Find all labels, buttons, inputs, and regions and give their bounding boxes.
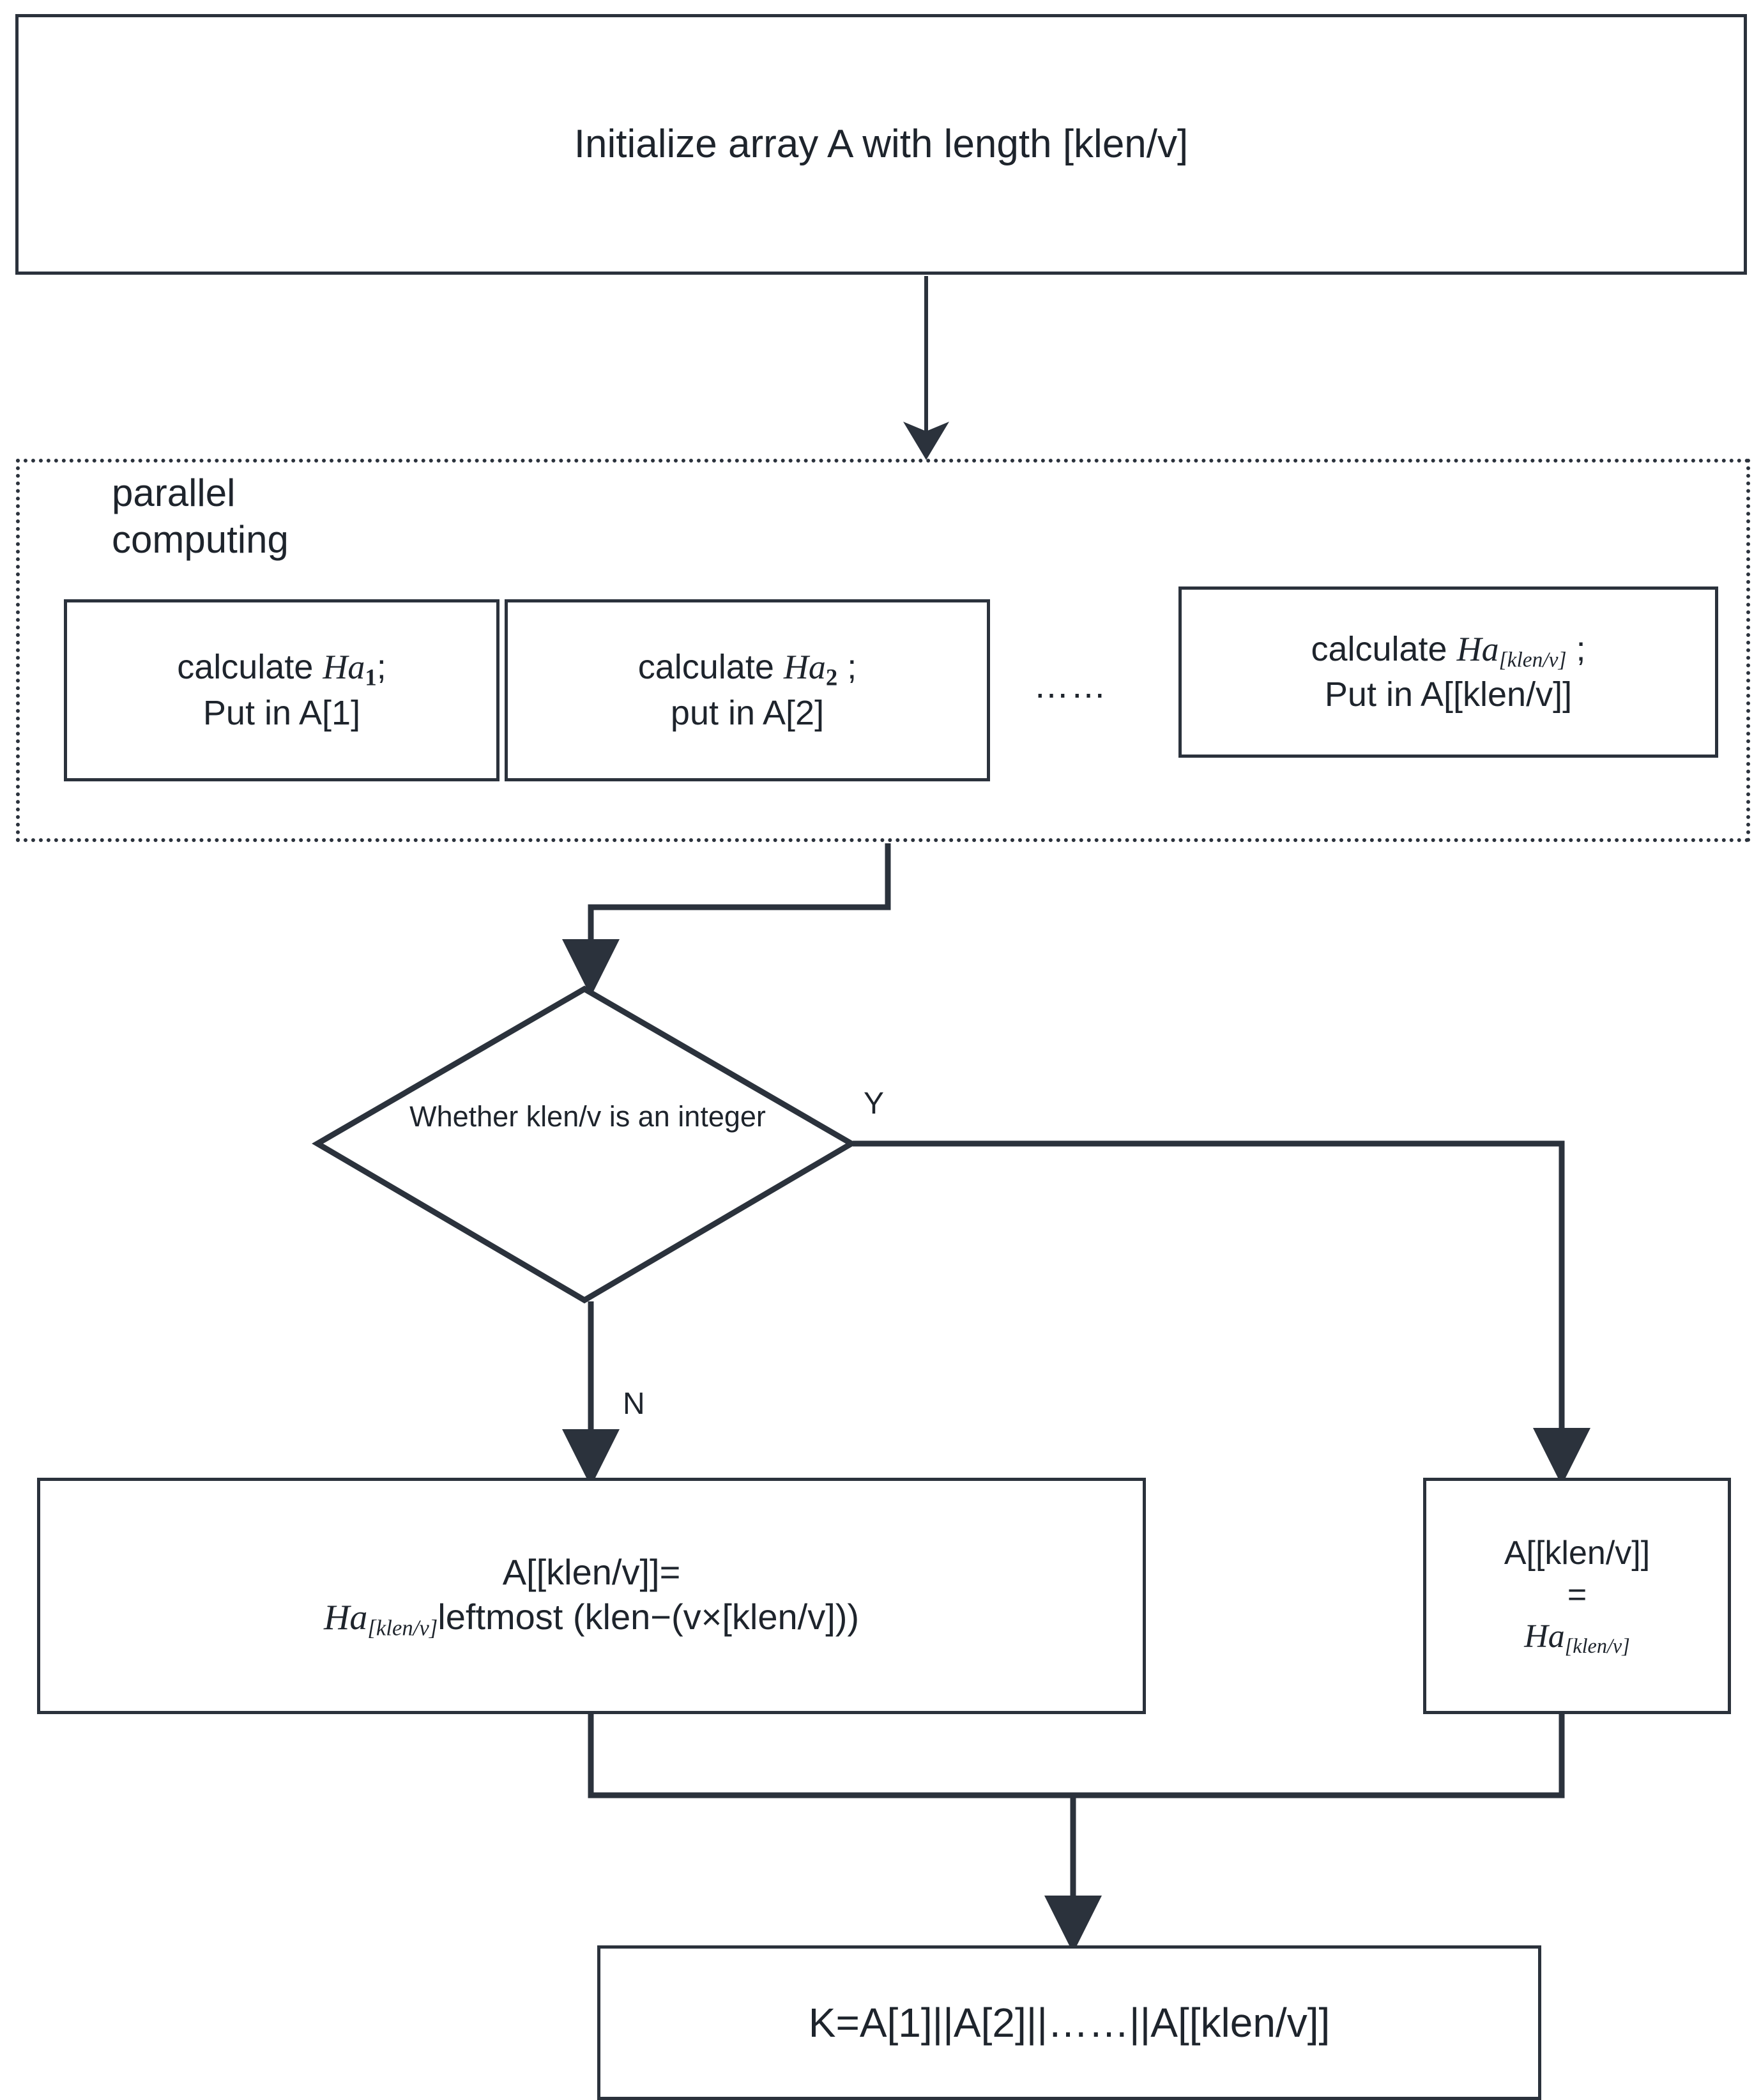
then-sub: [klen/v] — [1564, 1634, 1630, 1658]
p2-var: Ha — [783, 647, 826, 686]
p2-suffix: ; — [837, 647, 857, 686]
process-assign-leftmost-label: A[[klen/v]]= Ha[klen/v]leftmost (klen−(v… — [40, 1550, 1143, 1642]
p1-sub: 1 — [365, 663, 377, 690]
edge-parallel-to-decision — [562, 843, 891, 997]
process-assign-direct-label: A[[klen/v]] = Ha[klen/v] — [1426, 1533, 1728, 1659]
else-var: Ha — [323, 1597, 368, 1637]
edge-decision-yes — [853, 1140, 1590, 1485]
else-sub: [klen/v] — [367, 1615, 438, 1641]
p2-prefix: calculate — [637, 647, 784, 686]
parallel-computing-group — [16, 459, 1750, 842]
parallel-computing-label: parallel computing — [112, 471, 289, 562]
p3-var: Ha — [1456, 629, 1499, 668]
p1-suffix: ; — [376, 647, 386, 686]
p2-line2: put in A[2] — [670, 693, 825, 732]
edge-label-no: N — [623, 1387, 645, 1421]
then-line1: A[[klen/v]] — [1504, 1535, 1650, 1572]
p1-prefix: calculate — [177, 647, 323, 686]
process-assign-direct[interactable]: A[[klen/v]] = Ha[klen/v] — [1423, 1478, 1731, 1714]
p3-suffix: ; — [1566, 629, 1586, 668]
decision-label: Whether klen/v is an integer — [409, 1100, 766, 1133]
p3-sub: [klen/v] — [1498, 648, 1567, 671]
process-calculate-ha1[interactable]: calculate Ha1; Put in A[1] — [64, 599, 499, 781]
process-assign-leftmost[interactable]: A[[klen/v]]= Ha[klen/v]leftmost (klen−(v… — [37, 1478, 1146, 1714]
edge-then-to-final — [1073, 1714, 1565, 1798]
process-calculate-ha2-label: calculate Ha2 ; put in A[2] — [508, 646, 987, 735]
p1-line2: Put in A[1] — [202, 693, 361, 732]
process-calculate-ha-last[interactable]: calculate Ha[klen/v] ; Put in A[[klen/v]… — [1178, 586, 1718, 758]
p3-prefix: calculate — [1311, 629, 1457, 668]
else-line1: A[[klen/v]]= — [502, 1551, 681, 1592]
p1-var: Ha — [323, 647, 365, 686]
process-initialize-array[interactable]: Initialize array A with length [klen/v] — [15, 14, 1747, 275]
then-line2: = — [1567, 1576, 1587, 1614]
process-concatenate-key-label: K=A[1]||A[2]||……||A[[klen/v]] — [808, 2000, 1330, 2046]
edge-else-to-final — [588, 1714, 1073, 1798]
process-concatenate-key[interactable]: K=A[1]||A[2]||……||A[[klen/v]] — [597, 1945, 1541, 2100]
process-calculate-ha2[interactable]: calculate Ha2 ; put in A[2] — [505, 599, 990, 781]
then-var: Ha — [1524, 1618, 1565, 1655]
else-rest: leftmost (klen−(v×[klen/v])) — [438, 1596, 860, 1637]
edge-label-yes: Y — [864, 1087, 885, 1121]
process-calculate-ha-last-label: calculate Ha[klen/v] ; Put in A[[klen/v]… — [1182, 628, 1715, 717]
p2-sub: 2 — [825, 663, 838, 690]
process-calculate-ha1-label: calculate Ha1; Put in A[1] — [67, 646, 496, 735]
process-initialize-array-label: Initialize array A with length [klen/v] — [574, 122, 1189, 167]
p3-line2: Put in A[[klen/v]] — [1324, 675, 1573, 714]
decision-diamond-shape — [312, 985, 857, 1304]
ellipsis-between-parallel-boxes: …… — [1033, 665, 1108, 705]
